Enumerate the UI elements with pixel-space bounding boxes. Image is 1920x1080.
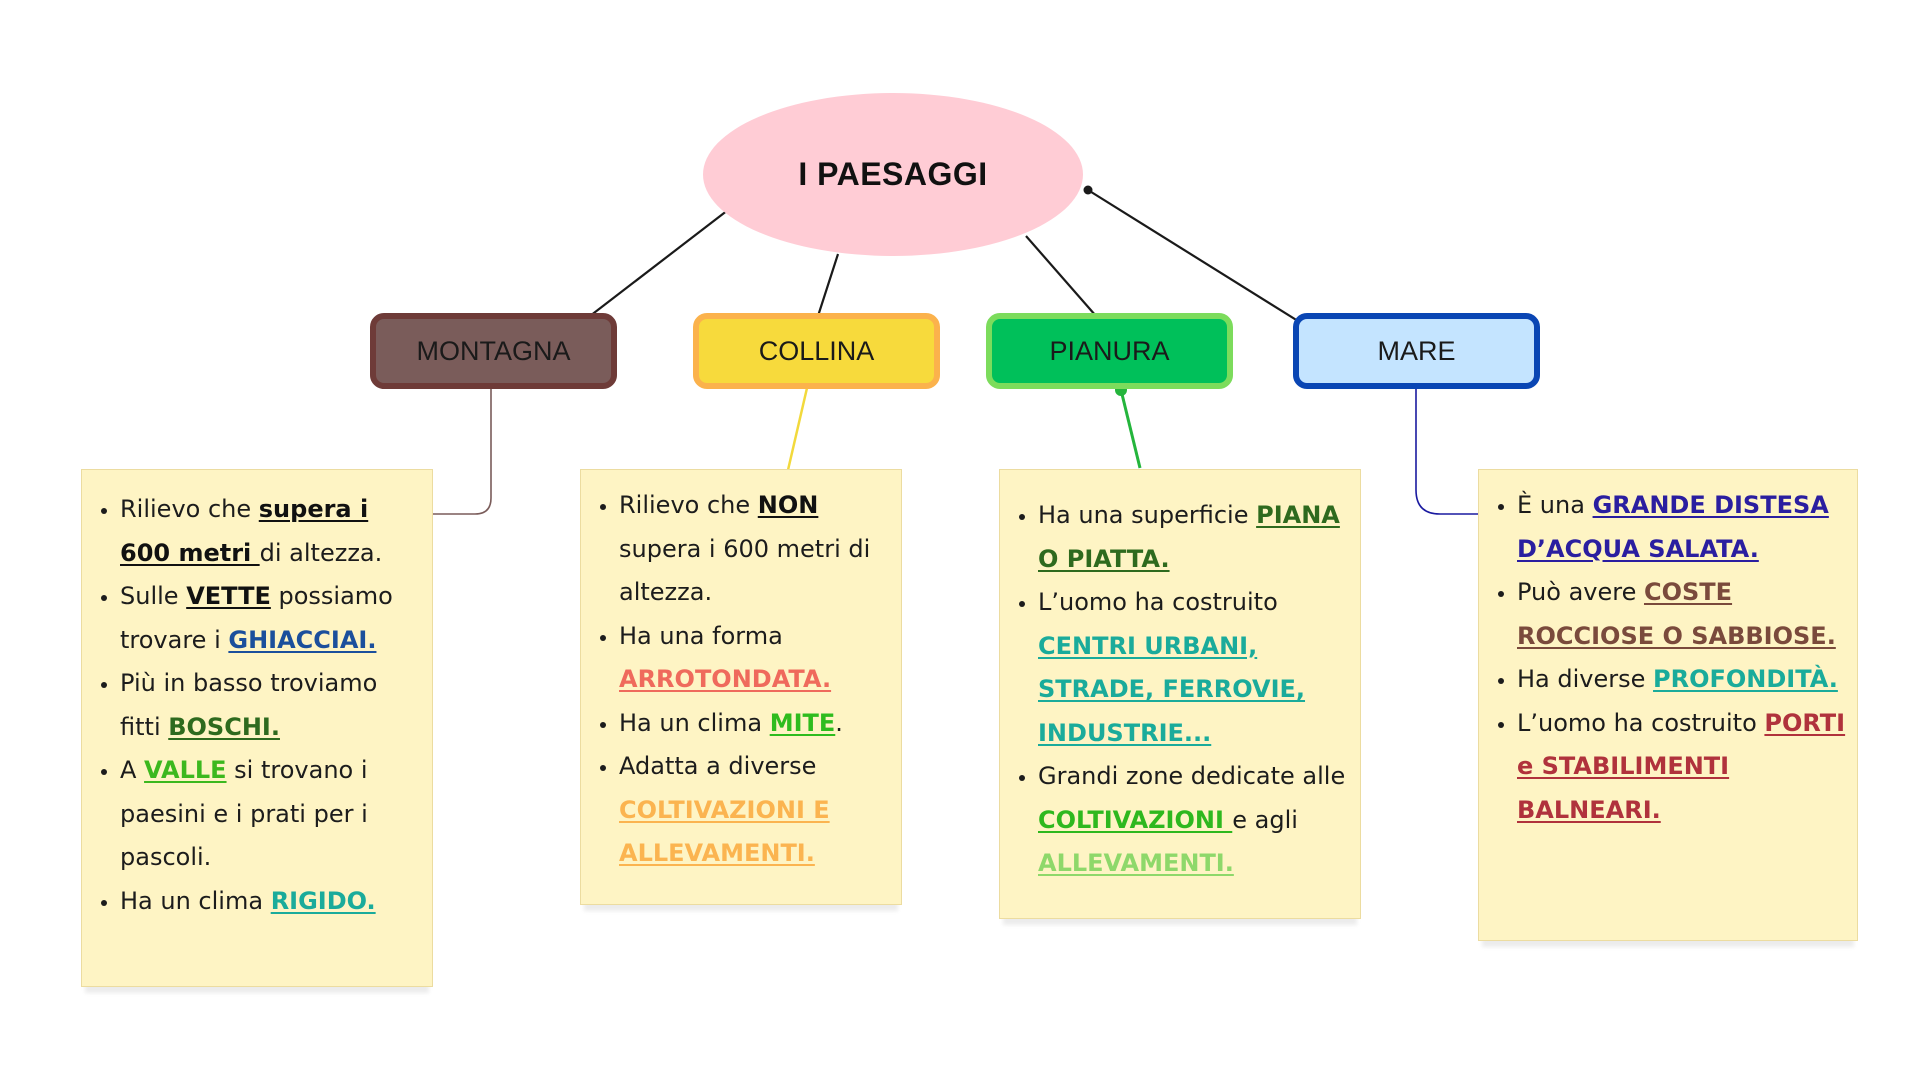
topic-label-mare: MARE (1377, 335, 1456, 366)
keyword: COLTIVAZIONI E ALLEVAMENTI. (619, 795, 830, 868)
topic-label-pianura: PIANURA (1049, 335, 1170, 366)
list-item: Più in basso troviamo fitti BOSCHI. (120, 662, 416, 749)
connector-montagna-note (433, 388, 492, 515)
note-collina: Rilievo che NON supera i 600 metri di al… (580, 469, 902, 905)
text: . (835, 708, 843, 737)
text: Rilievo che (120, 495, 259, 523)
topic-collina: COLLINA (693, 313, 940, 389)
list-item: Sulle VETTE possiamo trovare i GHIACCIAI… (120, 575, 416, 662)
keyword: VALLE (144, 756, 227, 784)
list-item: L’uomo ha costruito PORTI e STABILIMENTI… (1517, 702, 1847, 833)
text: Ha un clima (619, 708, 770, 737)
list-item: È una GRANDE DISTESA D’ACQUA SALATA. (1517, 484, 1847, 571)
list-item: Ha una superficie PIANA O PIATTA. (1038, 494, 1348, 581)
keyword: supera i 600 metri (120, 495, 369, 567)
note-list: Ha una superficie PIANA O PIATTA. L’uomo… (1000, 494, 1348, 886)
text: Ha una forma (619, 621, 783, 650)
keyword: ARROTONDATA. (619, 665, 832, 693)
list-item: Ha un clima MITE. (619, 702, 889, 746)
text: e agli (1232, 805, 1298, 834)
note-pianura: Ha una superficie PIANA O PIATTA. L’uomo… (999, 469, 1361, 919)
keyword: COLTIVAZIONI (1038, 805, 1233, 834)
list-item: Ha diverse PROFONDITÀ. (1517, 658, 1847, 702)
keyword: GHIACCIAI. (228, 625, 377, 654)
list-item: L’uomo ha costruito CENTRI URBANI, STRAD… (1038, 581, 1348, 755)
list-item: Può avere COSTE ROCCIOSE O SABBIOSE. (1517, 571, 1847, 658)
list-item: Ha una forma ARROTONDATA. (619, 615, 889, 702)
connector-dot-mare (1083, 185, 1093, 195)
keyword: BOSCHI. (168, 712, 280, 741)
connector-title-pianura (1025, 235, 1097, 317)
title-label: I PAESAGGI (798, 156, 988, 192)
text: Sulle (120, 582, 187, 610)
connector-collina-note (786, 387, 809, 471)
keyword: VETTE (186, 582, 271, 610)
connector-mare-note (1415, 388, 1478, 515)
text: È una (1517, 491, 1593, 519)
list-item: Ha un clima RIGIDO. (120, 880, 416, 924)
keyword: COSTE ROCCIOSE O SABBIOSE. (1517, 578, 1836, 650)
list-item: Rilievo che NON supera i 600 metri di al… (619, 484, 889, 615)
text: L’uomo ha costruito (1038, 588, 1278, 616)
text: possiamo trovare i (120, 582, 393, 654)
keyword: RIGIDO. (270, 886, 376, 915)
keyword: NON (757, 491, 819, 519)
list-item: Grandi zone dedicate alle COLTIVAZIONI e… (1038, 755, 1348, 886)
connector-title-collina (816, 253, 840, 317)
keyword: CENTRI URBANI, STRADE, FERROVIE, INDUSTR… (1038, 631, 1306, 747)
list-item: Adatta a diverse COLTIVAZIONI E ALLEVAME… (619, 745, 889, 876)
text: Può avere (1517, 578, 1644, 606)
keyword: PROFONDITÀ. (1653, 665, 1838, 693)
text: Grandi zone dedicate alle (1038, 762, 1346, 790)
connector-pianura-note (1119, 389, 1142, 469)
note-montagna: Rilievo che supera i 600 metri di altezz… (81, 469, 433, 987)
topic-label-montagna: MONTAGNA (416, 335, 571, 366)
keyword: PORTI e STABILIMENTI BALNEARI. (1517, 708, 1846, 824)
text: Ha una superficie (1038, 501, 1257, 529)
text: Ha diverse (1517, 665, 1654, 693)
list-item: A VALLE si trovano i paesini e i prati p… (120, 749, 416, 880)
text: Rilievo che (619, 491, 758, 519)
text: A (120, 756, 145, 784)
connector-title-mare (1087, 189, 1307, 327)
note-mare: È una GRANDE DISTESA D’ACQUA SALATA. Può… (1478, 469, 1858, 941)
topic-montagna: MONTAGNA (370, 313, 617, 389)
note-list: Rilievo che supera i 600 metri di altezz… (82, 488, 416, 923)
topic-mare: MARE (1293, 313, 1540, 389)
text: Adatta a diverse (619, 752, 817, 780)
text: si trovano i paesini e i prati per i pas… (120, 756, 368, 871)
keyword: GRANDE DISTESA D’ACQUA SALATA. (1517, 491, 1829, 563)
title-node: I PAESAGGI (703, 93, 1083, 256)
list-item: Rilievo che supera i 600 metri di altezz… (120, 488, 416, 575)
topic-label-collina: COLLINA (758, 335, 875, 366)
text: Ha un clima (120, 886, 271, 915)
keyword: MITE (769, 708, 836, 737)
text: di altezza. (259, 538, 383, 567)
keyword: ALLEVAMENTI. (1038, 849, 1234, 877)
keyword: PIANA O PIATTA. (1038, 501, 1340, 573)
text: supera i 600 metri di altezza. (619, 534, 871, 607)
text: L’uomo ha costruito (1517, 708, 1765, 737)
note-list: Rilievo che NON supera i 600 metri di al… (581, 484, 889, 876)
note-list: È una GRANDE DISTESA D’ACQUA SALATA. Può… (1479, 484, 1847, 832)
connector-title-montagna (589, 209, 729, 317)
topic-pianura: PIANURA (986, 313, 1233, 389)
text: Più in basso troviamo fitti (120, 669, 378, 741)
